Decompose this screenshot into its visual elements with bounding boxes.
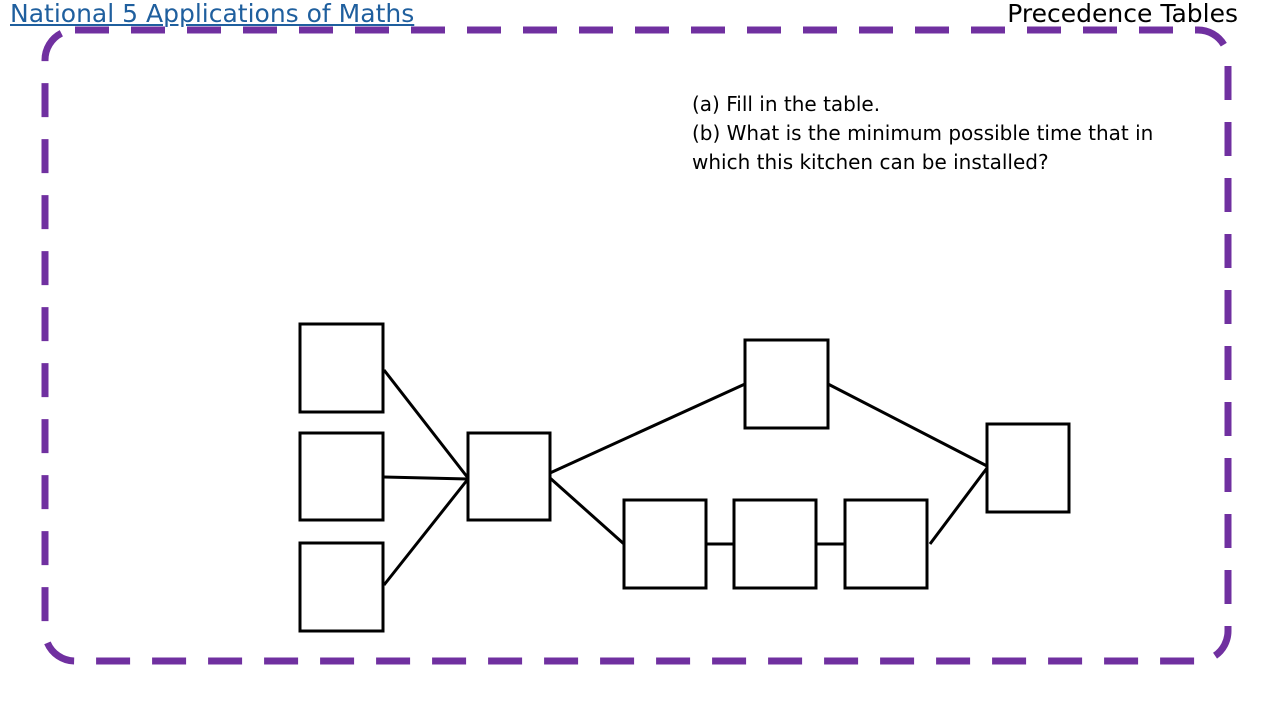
activity-box-3[interactable] xyxy=(298,541,385,633)
edge-box4-to-box6 xyxy=(549,476,625,546)
question-text: (a) Fill in the table. (b) What is the m… xyxy=(692,90,1212,177)
question-a: (a) Fill in the table. xyxy=(692,92,881,116)
edge-box8-to-box9 xyxy=(928,467,989,545)
edge-box5-to-box9 xyxy=(827,382,988,468)
edge-box2-to-box4 xyxy=(383,475,469,481)
question-b: (b) What is the minimum possible time th… xyxy=(692,121,1154,174)
activity-box-8[interactable] xyxy=(843,498,929,590)
activity-box-6[interactable] xyxy=(622,498,708,590)
edge-box3-to-box4 xyxy=(382,478,470,586)
activity-box-1[interactable] xyxy=(298,322,385,414)
topic-title: Precedence Tables xyxy=(1007,0,1238,28)
activity-box-7[interactable] xyxy=(732,498,818,590)
activity-box-5[interactable] xyxy=(743,338,830,430)
course-title-link[interactable]: National 5 Applications of Maths xyxy=(10,0,415,28)
activity-box-4[interactable] xyxy=(466,431,552,522)
edge-box4-to-box5 xyxy=(549,382,746,475)
edge-box1-to-box4 xyxy=(382,369,470,479)
activity-box-9[interactable] xyxy=(985,422,1071,514)
activity-box-2[interactable] xyxy=(298,431,385,522)
